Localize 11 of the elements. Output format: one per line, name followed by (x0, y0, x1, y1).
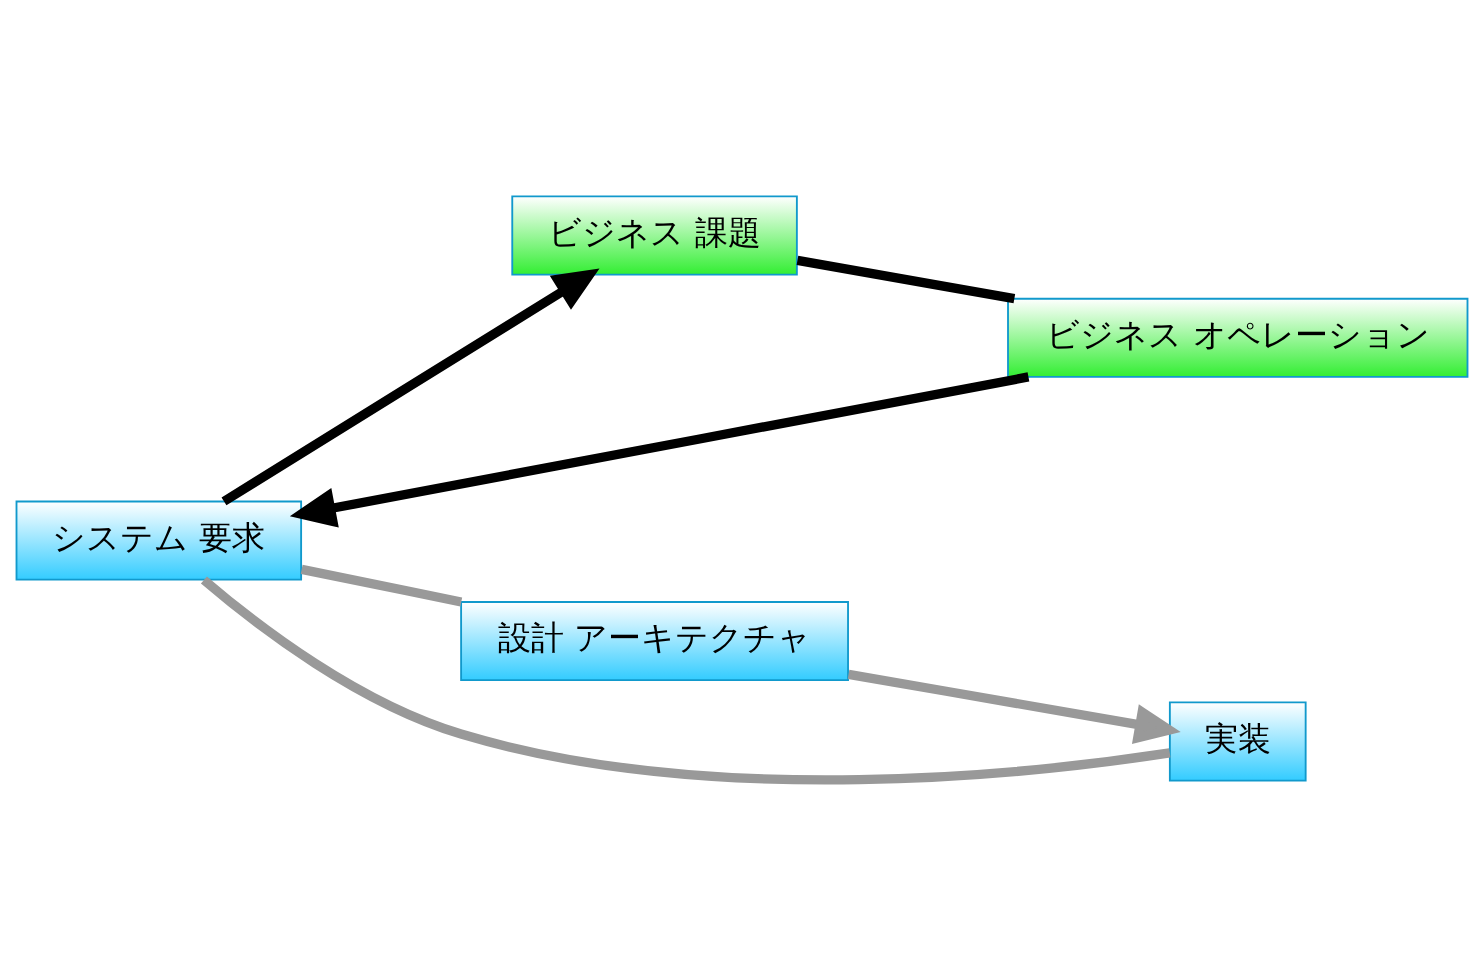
node-box: 設計 アーキテクチャ (460, 601, 849, 682)
connector (200, 576, 1171, 785)
connector (796, 255, 1016, 304)
arrow (221, 268, 600, 506)
node-box: 実装 (1168, 701, 1307, 782)
arrow (289, 372, 1030, 528)
connector (300, 564, 463, 607)
arrow (847, 669, 1181, 744)
node-box: ビジネス オペレーション (1007, 297, 1469, 378)
node-box: ビジネス 課題 (511, 195, 798, 276)
node-box: システム 要求 (15, 500, 303, 581)
